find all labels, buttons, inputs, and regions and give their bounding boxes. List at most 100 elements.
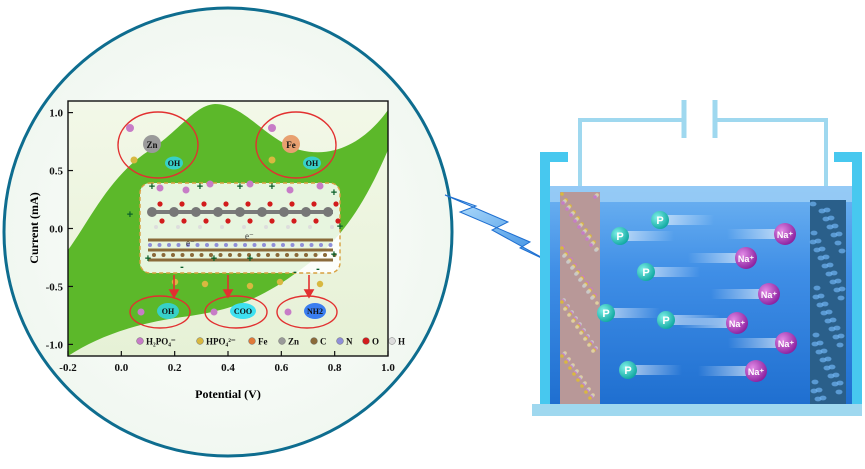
cathode-pore: [832, 372, 840, 378]
y-tick-label: 0.5: [49, 166, 63, 178]
cathode-pore: [815, 387, 823, 393]
na-ion-trail: [679, 318, 727, 328]
hydrogen-atom: [308, 225, 312, 229]
oxygen-atom: [291, 218, 297, 224]
negative-charge: -: [180, 261, 184, 273]
carbon-atom: [218, 253, 223, 257]
carbon-atom: [323, 253, 327, 257]
legend-label: H₂PO₄⁻: [146, 337, 176, 347]
na-ion-label: Na⁺: [777, 230, 794, 240]
cathode-pore: [823, 207, 831, 213]
anode-particle: [586, 290, 590, 294]
oxygen-atom: [225, 218, 231, 224]
y-tick-label: 1.0: [49, 108, 63, 120]
oxygen-atom: [245, 201, 251, 207]
cathode-pore: [827, 215, 835, 221]
na-ion-trail: [688, 253, 736, 263]
anode-particle: [560, 300, 564, 304]
legend-label: O: [372, 337, 379, 347]
cathode-pore: [814, 238, 822, 244]
hydrogen-atom: [330, 225, 334, 229]
positive-charge: +: [237, 181, 243, 193]
zn-fe-node: [191, 207, 201, 217]
x-axis-label: Potential (V): [195, 387, 261, 401]
zn-fe-node: [147, 207, 157, 217]
external-circuit-wire-right: [716, 118, 828, 188]
cathode-pore: [837, 295, 845, 301]
oxygen-atom: [289, 201, 295, 207]
oxygen-atom: [223, 201, 229, 207]
legend-label: HPO₄²⁻: [206, 337, 236, 347]
carbon-atom: [304, 253, 308, 257]
oxygen-atom: [333, 201, 339, 207]
cathode-pore: [838, 286, 846, 292]
oxygen-atom: [201, 201, 207, 207]
nitrogen-atom: [281, 243, 285, 247]
anode-particle: [575, 325, 579, 329]
hydrogen-atom: [286, 225, 290, 229]
cathode-pore: [837, 333, 845, 339]
zn-callout: [117, 111, 199, 179]
p-ion: [657, 311, 675, 329]
nitrogen-atom: [205, 243, 209, 247]
na-ion-trail: [711, 289, 759, 299]
hydrogen-atom: [220, 225, 224, 229]
nh2-group-callout: [276, 295, 338, 329]
oxygen-atom: [269, 218, 275, 224]
zn-fe-node: [279, 207, 289, 217]
nitrogen-atom: [300, 243, 304, 247]
carbon-atom: [247, 253, 251, 257]
zn-fe-node: [213, 207, 223, 217]
electrolyte-surface: [548, 186, 854, 202]
anode-particle: [577, 225, 581, 229]
positive-charge: +: [247, 253, 253, 265]
cathode-pore: [830, 270, 838, 276]
negative-charge: -: [316, 263, 320, 275]
oh-group-label: OH: [162, 307, 175, 316]
cathode-pore: [820, 348, 828, 354]
na-ion-trail: [727, 229, 775, 239]
cathode-pore: [828, 364, 836, 370]
x-tick-label: 0.0: [114, 362, 128, 374]
fe-oh-group: [303, 156, 321, 170]
fe-ligand-atom-1: [268, 124, 276, 132]
legend-swatch: [388, 337, 396, 345]
zn-ligand-atom-2: [130, 156, 138, 164]
cathode-pore: [836, 342, 844, 348]
nitrogen-atom: [290, 243, 295, 247]
anode-particle: [593, 195, 597, 199]
hpo4-ion: [171, 278, 179, 286]
zn-fe-node: [169, 207, 179, 217]
anode-particle: [561, 201, 565, 205]
zn-fe-node: [301, 207, 311, 217]
p-ion-label: P: [624, 365, 631, 377]
anode-particle: [566, 260, 570, 264]
anode-particle: [571, 319, 575, 323]
oh-group-callout: [129, 295, 191, 329]
na-ion-trail: [698, 366, 746, 376]
tank-bottom: [532, 404, 862, 416]
p-ion: [619, 361, 637, 379]
nitrogen-atom: [271, 243, 276, 247]
cathode-electrode: [810, 200, 846, 404]
positive-charge: +: [211, 253, 217, 265]
carbon-atom: [285, 253, 289, 257]
positive-charge: +: [331, 187, 337, 199]
mof-atoms: [147, 180, 341, 290]
y-axis-label: Current (mA): [27, 192, 41, 263]
carbon-atom: [228, 253, 232, 257]
positive-charge: +: [337, 221, 343, 233]
cathode-pore: [821, 301, 829, 307]
p-ion: [611, 227, 629, 245]
cathode-pore: [833, 325, 841, 331]
na-ion-label: Na⁺: [748, 367, 765, 377]
legend-swatch: [136, 337, 144, 345]
hpo4-ion: [201, 280, 209, 288]
electron-label-2: e⁻: [245, 231, 254, 241]
nitrogen-atom: [252, 243, 257, 247]
nitrogen-atom: [243, 243, 247, 247]
surface-charges: +++++++++++---: [127, 181, 343, 278]
